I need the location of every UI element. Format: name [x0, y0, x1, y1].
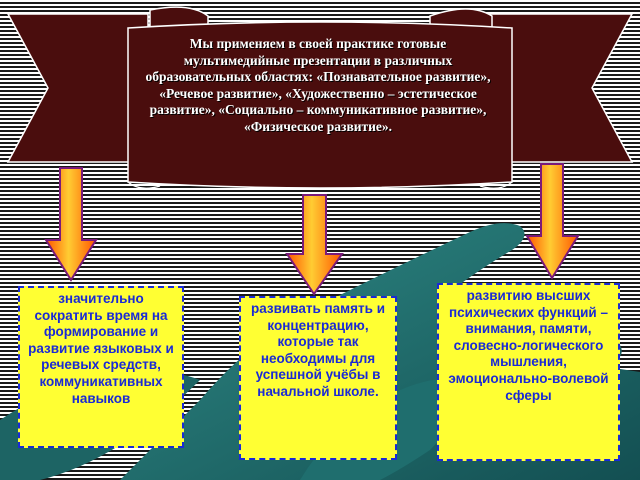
outcome-box-cognitive: развитию высших психических функций – вн…: [437, 283, 620, 461]
outcome-box-memory: развивать память и концентрацию, которые…: [239, 296, 397, 460]
arrow-right: [525, 163, 580, 280]
arrow-center: [285, 194, 344, 296]
scroll-banner: [6, 6, 634, 189]
outcome-box-speech: значительно сократить время на формирова…: [18, 286, 184, 448]
arrow-left: [44, 167, 98, 282]
banner-text: Мы применяем в своей практике готовые му…: [145, 36, 491, 134]
